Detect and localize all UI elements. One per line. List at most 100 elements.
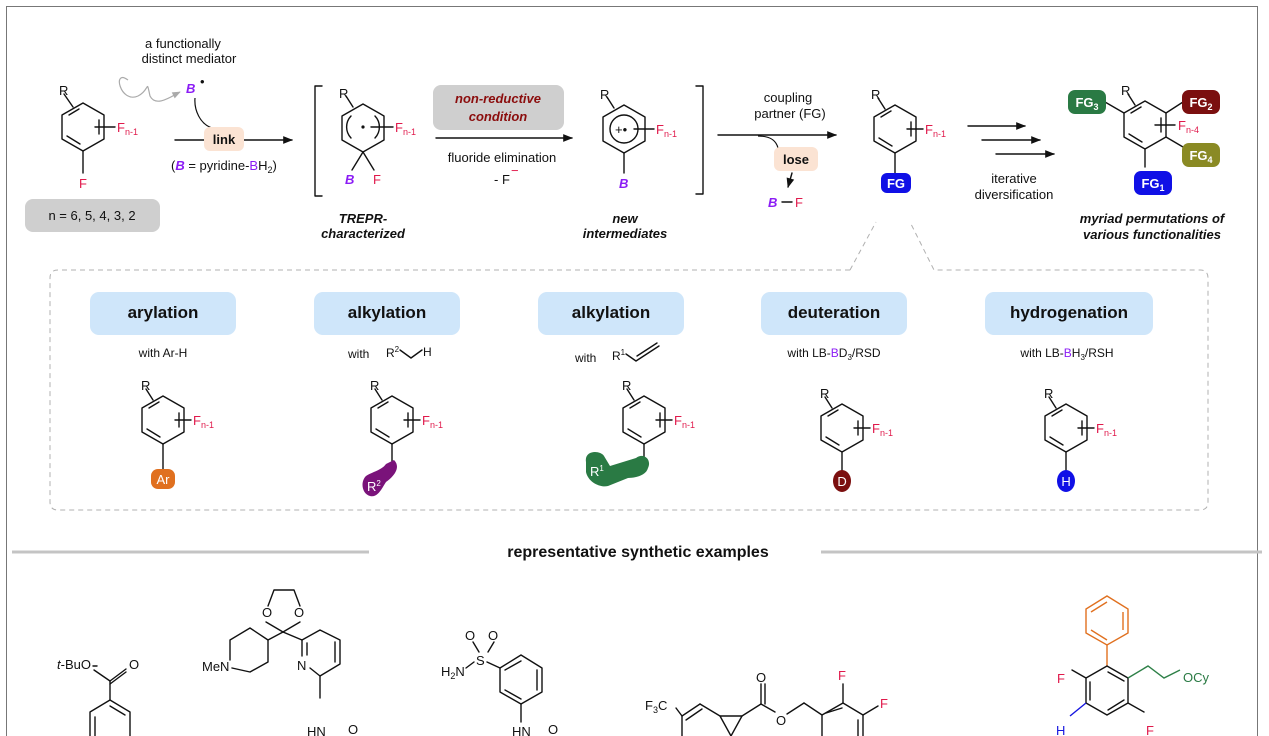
transformation-deuteration: deuteration with LB-BD3/RSD R Fn-1 D	[761, 292, 907, 492]
svg-text:F: F	[373, 172, 381, 187]
svg-text:Fn-1: Fn-1	[872, 421, 893, 438]
svg-text:F: F	[838, 668, 846, 683]
intermediate2-caption-line1: new	[612, 211, 638, 226]
bracket-left	[314, 85, 323, 197]
b-definition: (B = pyridine-BH2)	[171, 158, 277, 175]
svg-text:H: H	[423, 345, 432, 359]
svg-text:HN: HN	[307, 724, 326, 736]
svg-text:OCy: OCy	[1183, 670, 1210, 685]
minus-f-label: - F	[494, 172, 510, 187]
n-values-text: n = 6, 5, 4, 3, 2	[48, 208, 135, 223]
svg-text:R: R	[820, 386, 829, 401]
lose-pill	[774, 147, 818, 171]
svg-text:+•: +•	[615, 122, 628, 137]
final-caption-line2: various functionalities	[1083, 227, 1221, 242]
svg-text:Fn-1: Fn-1	[674, 413, 695, 430]
mediator-note-line2: distinct mediator	[142, 51, 237, 66]
svg-text:F: F	[1146, 723, 1154, 736]
transformation-title: hydrogenation	[1010, 303, 1128, 322]
example-cyclopropane-ester: F3C O O F F	[645, 668, 888, 736]
svg-text:O: O	[465, 628, 475, 643]
aryl-tag	[151, 469, 175, 489]
f-label: F	[79, 176, 87, 191]
mediator-note-line1: a functionally	[145, 36, 221, 51]
fg-product: R Fn-1 FG	[871, 87, 946, 193]
svg-text:N: N	[297, 658, 306, 673]
svg-text:Fn-1: Fn-1	[656, 122, 677, 139]
svg-text:R: R	[871, 87, 880, 102]
svg-text:with: with	[574, 351, 596, 365]
svg-text:FG4: FG4	[1189, 148, 1212, 165]
transformation-reagent: with LB-BD3/RSD	[786, 346, 881, 362]
alkenyl-tag	[585, 452, 650, 487]
svg-text:B: B	[345, 172, 354, 187]
radical-intermediate: R Fn-1 B F	[339, 86, 416, 187]
radical-cation-intermediate: +• R Fn-1 B	[600, 87, 677, 191]
intermediate2-caption-line2: intermediates	[583, 226, 668, 241]
svg-text:H2N: H2N	[441, 664, 465, 681]
transformation-hydrogenation: hydrogenation with LB-BH3/RSH R Fn-1 H	[985, 292, 1153, 492]
intermediate1-caption-line2: characterized	[321, 226, 406, 241]
starting-fluoroarene: R F Fn-1	[59, 83, 138, 191]
transformation-reagent: with Ar-H	[138, 346, 188, 360]
svg-text:R: R	[141, 378, 150, 393]
curly-arrow-icon	[118, 77, 181, 102]
transformation-alkylation-c-h: alkylation with R2 H R Fn-1 R2	[314, 292, 460, 497]
svg-text:Fn-1: Fn-1	[925, 122, 946, 139]
alkyl-tag	[362, 460, 397, 497]
condition-pill	[433, 85, 564, 130]
svg-text:R1: R1	[590, 464, 604, 479]
transformation-reagent: with LB-BH3/RSH	[1019, 346, 1113, 362]
link-pill	[204, 127, 244, 151]
svg-text:F: F	[880, 696, 888, 711]
svg-text:H: H	[1056, 723, 1065, 736]
svg-text:B: B	[619, 176, 628, 191]
fg1-tag	[1134, 171, 1172, 195]
svg-text:R: R	[1121, 83, 1130, 98]
svg-text:Fn-1: Fn-1	[422, 413, 443, 430]
svg-text:FG1: FG1	[1141, 176, 1164, 193]
transformation-title: alkylation	[572, 303, 650, 322]
coupling-line2: partner (FG)	[754, 106, 826, 121]
svg-text:O: O	[262, 605, 272, 620]
svg-text:FG2: FG2	[1189, 95, 1212, 112]
svg-text:R: R	[600, 87, 609, 102]
byproduct-f: F	[795, 195, 803, 210]
fg4-tag	[1182, 143, 1220, 167]
svg-text:Fn-1: Fn-1	[193, 413, 214, 430]
byproduct-b: B	[768, 195, 777, 210]
fluoride-charge: −	[511, 163, 519, 178]
svg-text:O: O	[776, 713, 786, 728]
mediator-b-symbol: B	[186, 81, 195, 96]
link-curve	[194, 97, 213, 129]
svg-text:O: O	[756, 670, 766, 685]
example-tbu-ester: t-BuO O	[57, 657, 139, 736]
svg-text:O: O	[348, 722, 358, 736]
lose-label: lose	[783, 152, 809, 167]
condition-line2: condition	[469, 109, 528, 124]
svg-text:H: H	[1061, 474, 1070, 489]
svg-text:O: O	[129, 657, 139, 672]
svg-text:R: R	[339, 86, 348, 101]
svg-text:R: R	[1044, 386, 1053, 401]
fn-label: Fn-1	[117, 120, 138, 137]
elimination-label: fluoride elimination	[448, 150, 556, 165]
example-biaryl: F OCy F H	[1056, 595, 1210, 736]
svg-text:t-BuO: t-BuO	[57, 657, 91, 672]
iterative-line1: iterative	[991, 171, 1037, 186]
svg-text:FG3: FG3	[1075, 95, 1098, 112]
svg-text:R: R	[370, 378, 379, 393]
transformation-title: arylation	[128, 303, 199, 322]
intermediate1-caption-line1: TREPR-	[339, 211, 387, 226]
figure-frame	[6, 6, 1258, 736]
svg-text:O: O	[294, 605, 304, 620]
fg-tag: FG	[887, 176, 905, 191]
polyfunctionalized-arene: R Fn-4	[1104, 83, 1199, 168]
iterative-line2: diversification	[975, 187, 1054, 202]
fg2-tag	[1182, 90, 1220, 114]
svg-text:R1: R1	[612, 348, 626, 363]
r-label: R	[59, 83, 68, 98]
svg-text:S: S	[476, 653, 485, 668]
svg-text:Fn-1: Fn-1	[1096, 421, 1117, 438]
svg-text:O: O	[488, 628, 498, 643]
